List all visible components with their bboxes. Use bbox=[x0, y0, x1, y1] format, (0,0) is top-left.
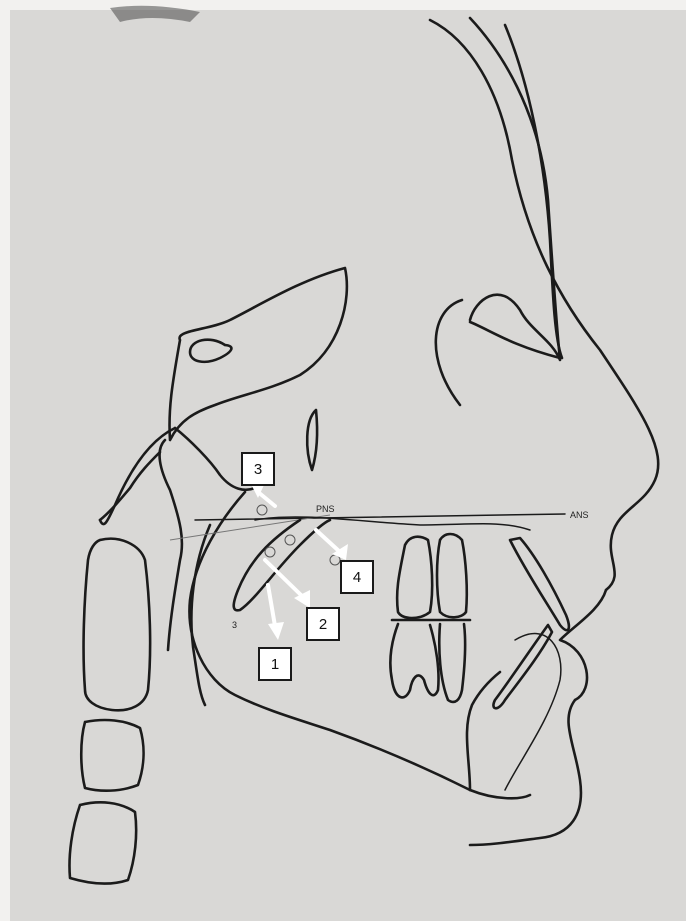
point-s-tag: 3 bbox=[232, 620, 237, 630]
label-box-4: 4 bbox=[340, 560, 374, 594]
label-box-1: 1 bbox=[258, 647, 292, 681]
pns-tag: PNS bbox=[316, 504, 335, 514]
paper-sheet bbox=[10, 10, 686, 921]
label-box-3: 3 bbox=[241, 452, 275, 486]
ans-tag: ANS bbox=[570, 510, 589, 520]
label-box-2: 2 bbox=[306, 607, 340, 641]
